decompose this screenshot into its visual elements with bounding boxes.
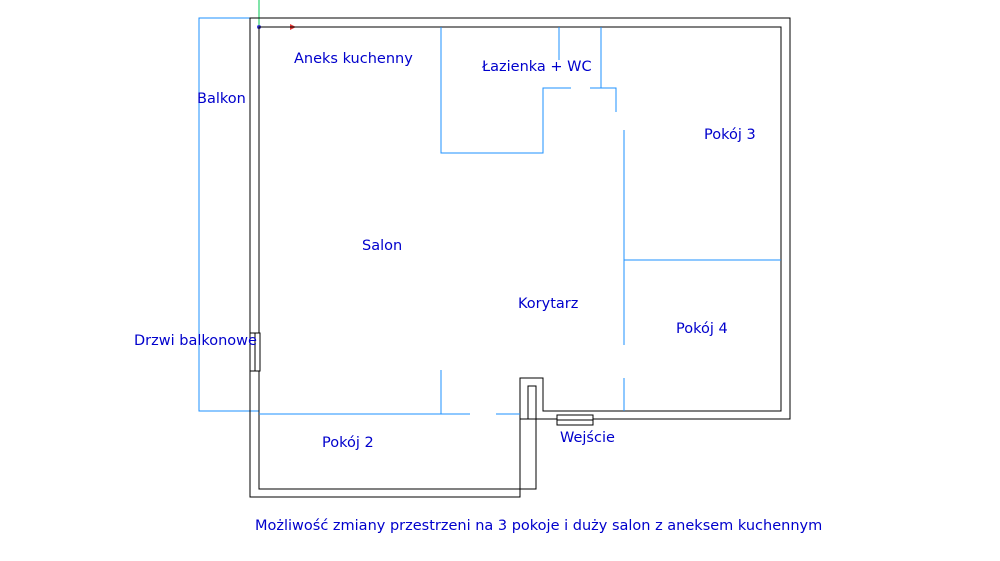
plan-caption: Możliwość zmiany przestrzeni na 3 pokoje… <box>255 518 823 534</box>
label-entrance: Wejście <box>560 430 615 446</box>
label-room4: Pokój 4 <box>676 321 728 337</box>
label-living: Salon <box>362 238 403 254</box>
label-balcony-door: Drzwi balkonowe <box>134 333 257 349</box>
entrance-door <box>556 414 594 426</box>
interior-partitions <box>259 27 781 415</box>
wall-inner <box>258 26 782 490</box>
label-corridor: Korytarz <box>518 296 579 312</box>
axis-indicator <box>257 0 296 30</box>
partition-kitchen <box>440 27 470 154</box>
balcony-door <box>249 332 261 372</box>
label-room2: Pokój 2 <box>322 435 374 451</box>
exterior-walls <box>249 17 791 498</box>
balcony-outline <box>198 17 259 412</box>
partition-bathroom-bottom <box>470 87 571 154</box>
label-room3: Pokój 3 <box>704 127 756 143</box>
label-kitchen: Aneks kuchenny <box>294 51 413 67</box>
partition-bathroom-right <box>590 87 617 112</box>
label-bathroom: Łazienka + WC <box>482 59 592 75</box>
wall-outer <box>249 17 791 498</box>
label-balcony: Balkon <box>197 91 246 107</box>
